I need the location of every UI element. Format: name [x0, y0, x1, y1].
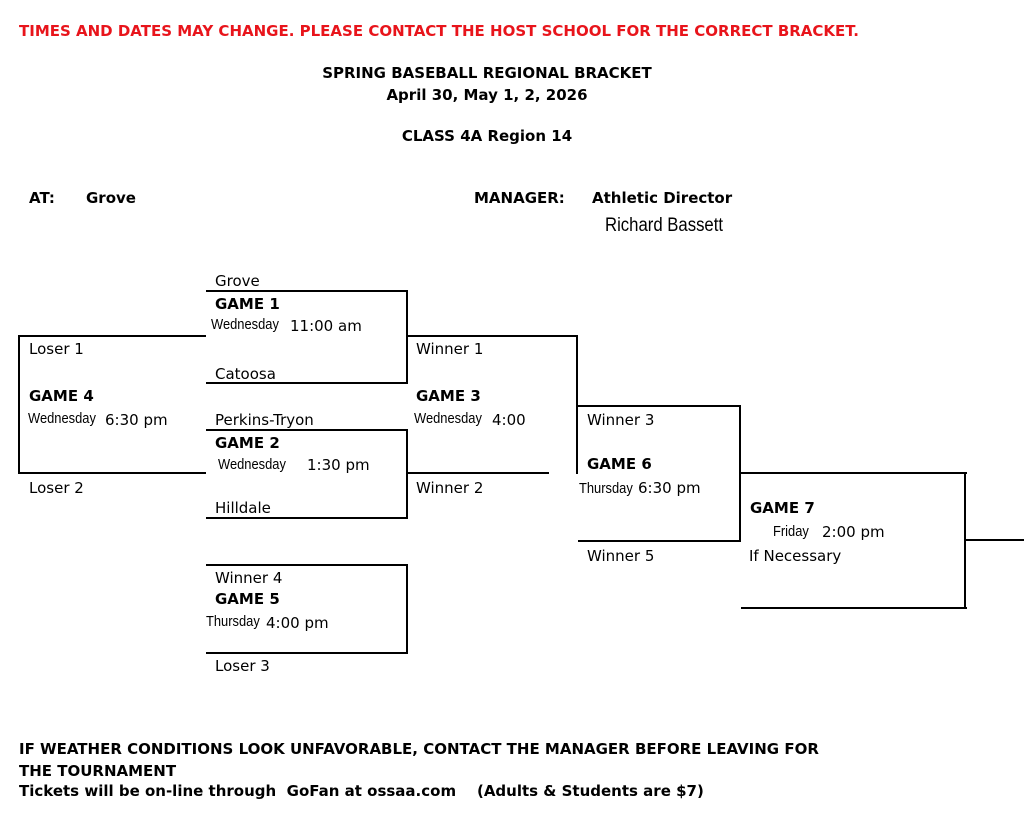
weather-notice-line1: IF WEATHER CONDITIONS LOOK UNFAVORABLE, …	[19, 740, 819, 758]
game6-time: 6:30 pm	[638, 479, 701, 497]
game3-bottom-line	[408, 472, 549, 474]
game3-team-top: Winner 1	[416, 340, 484, 358]
game2-connector	[406, 429, 408, 519]
game4-team-bottom: Loser 2	[29, 479, 84, 497]
game7-bottom-line	[741, 607, 967, 609]
game1-team-top: Grove	[215, 272, 260, 290]
game6-bottom-line	[578, 540, 741, 542]
game3-time: 4:00	[492, 411, 526, 429]
game2-label: GAME 2	[215, 434, 280, 452]
game7-label: GAME 7	[750, 499, 815, 517]
game7-connector	[964, 472, 966, 609]
game7-time: 2:00 pm	[822, 523, 885, 541]
weather-notice-line2: THE TOURNAMENT	[19, 762, 177, 780]
ticket-info: Tickets will be on-line through GoFan at…	[19, 782, 704, 800]
game4-top-line	[18, 335, 206, 337]
game5-team-bottom: Loser 3	[215, 657, 270, 675]
host-site: Grove	[86, 189, 136, 207]
game2-bottom-line	[206, 517, 408, 519]
at-label: AT:	[29, 189, 55, 207]
game6-connector	[739, 405, 741, 542]
game5-top-line	[206, 564, 408, 566]
game2-day: Wednesday	[218, 456, 286, 473]
page-title: SPRING BASEBALL REGIONAL BRACKET	[322, 64, 652, 82]
game7-day: Friday	[773, 523, 809, 540]
game3-day: Wednesday	[414, 410, 482, 427]
game1-team-bottom: Catoosa	[215, 365, 276, 383]
game5-bottom-line	[206, 652, 408, 654]
game3-connector	[576, 335, 578, 474]
game5-connector	[406, 564, 408, 654]
game3-label: GAME 3	[416, 387, 481, 405]
game5-time: 4:00 pm	[266, 614, 329, 632]
game5-team-top: Winner 4	[215, 569, 283, 587]
game6-team-bottom: Winner 5	[587, 547, 655, 565]
game2-top-line	[206, 429, 408, 431]
game1-bottom-line	[206, 382, 408, 384]
game4-label: GAME 4	[29, 387, 94, 405]
game5-day: Thursday	[206, 613, 260, 630]
game1-time: 11:00 am	[290, 317, 362, 335]
game6-top-line	[578, 405, 741, 407]
game1-connector	[406, 290, 408, 384]
tournament-dates: April 30, May 1, 2, 2026	[386, 86, 588, 104]
game2-time: 1:30 pm	[307, 456, 370, 474]
manager-title: Athletic Director	[592, 189, 733, 207]
class-region: CLASS 4A Region 14	[401, 127, 573, 145]
game2-team-top: Perkins-Tryon	[215, 411, 314, 429]
game4-bottom-line	[18, 472, 206, 474]
game4-day: Wednesday	[28, 410, 96, 427]
game4-team-top: Loser 1	[29, 340, 84, 358]
game1-top-line	[206, 290, 408, 292]
game1-day: Wednesday	[211, 316, 279, 333]
champion-line	[966, 539, 1024, 541]
game6-day: Thursday	[579, 480, 633, 497]
game6-team-top: Winner 3	[587, 411, 655, 429]
game4-time: 6:30 pm	[105, 411, 168, 429]
manager-name: Richard Bassett	[605, 215, 724, 236]
game3-top-line	[408, 335, 578, 337]
game6-label: GAME 6	[587, 455, 652, 473]
manager-label: MANAGER:	[474, 189, 565, 207]
game4-connector	[18, 335, 20, 474]
game2-team-bottom: Hilldale	[215, 499, 271, 517]
game3-team-bottom: Winner 2	[416, 479, 484, 497]
game7-note: If Necessary	[749, 547, 842, 565]
game1-label: GAME 1	[215, 295, 280, 313]
game7-top-line	[741, 472, 967, 474]
warning-banner: TIMES AND DATES MAY CHANGE. PLEASE CONTA…	[19, 22, 859, 40]
game5-label: GAME 5	[215, 590, 280, 608]
